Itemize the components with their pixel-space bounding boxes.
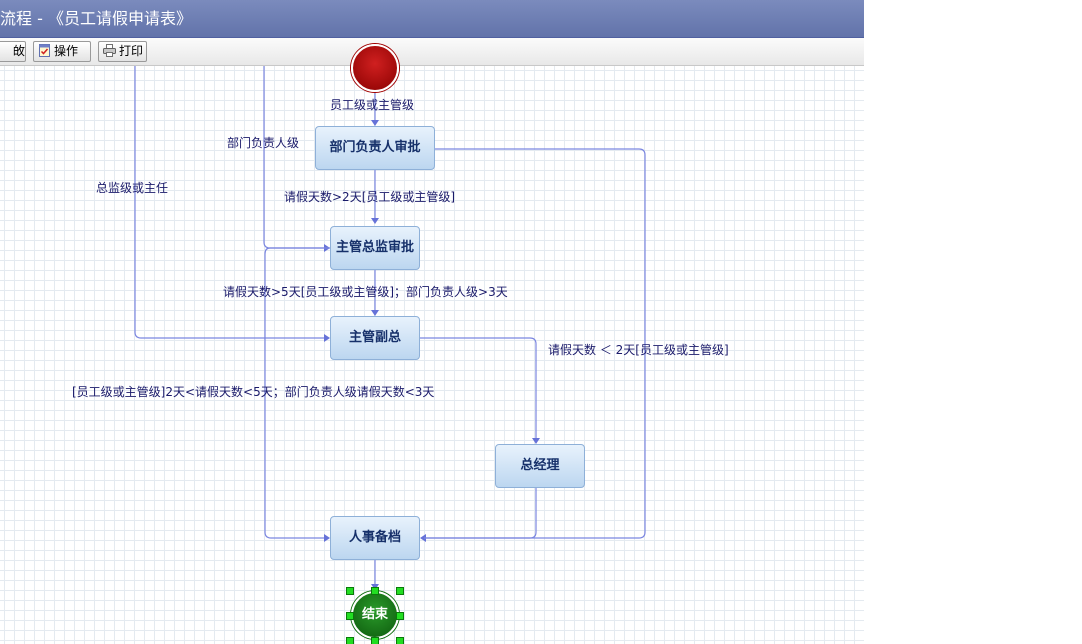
edge-label-director-to-vp: 请假天数>5天[员工级或主管级]；部门负责人级>3天 [223, 285, 508, 299]
selection-handle[interactable] [396, 637, 404, 644]
print-button[interactable]: 打印 [98, 41, 147, 62]
edge-arrow [420, 534, 426, 542]
edge-label-start-to-dept: 员工级或主管级 [330, 98, 415, 112]
edge-arrow [324, 534, 330, 542]
edge-label-director-level: 总监级或主任 [96, 181, 169, 195]
node-vice-president-label: 主管副总 [348, 330, 401, 345]
node-hr-archive[interactable]: 人事备档 [330, 516, 420, 560]
selection-handle[interactable] [396, 612, 404, 620]
print-button-label: 打印 [119, 44, 144, 58]
edge-arrow [324, 334, 330, 342]
selection-handle[interactable] [371, 587, 379, 595]
node-general-manager-label: 总经理 [520, 458, 560, 473]
node-director-approval[interactable]: 主管总监审批 [330, 226, 420, 270]
window-title: 流程 - 《员工请假申请表》 [0, 9, 192, 28]
edge-arrow [532, 438, 540, 444]
edge-vp-to-gm [420, 337, 537, 440]
node-hr-archive-label: 人事备档 [348, 530, 401, 545]
end-node-label: 结束 [361, 607, 388, 622]
edge-arrow [371, 218, 379, 224]
checklist-icon [38, 44, 51, 57]
start-node[interactable] [351, 44, 399, 92]
save-button-label: 敀 [12, 44, 25, 58]
toolbar: 敀 操作 打印 [0, 38, 864, 66]
node-dept-head-label: 部门负责人审批 [329, 140, 421, 155]
end-node[interactable]: 结束 [351, 591, 399, 639]
selection-handle[interactable] [371, 637, 379, 644]
edge-label-vp-to-gm: 请假天数 ＜ 2天[员工级或主管级] [548, 343, 729, 357]
edge-dept-to-hr [424, 148, 646, 539]
edge-label-to-hr: [员工级或主管级]2天<请假天数<5天；部门负责人级请假天数<3天 [72, 385, 435, 399]
node-general-manager[interactable]: 总经理 [495, 444, 585, 488]
edge-label-dept-to-director: 请假天数>2天[员工级或主管级] [284, 190, 456, 204]
selection-handle[interactable] [346, 637, 354, 644]
window-titlebar: 流程 - 《员工请假申请表》 [0, 0, 864, 38]
selection-handle[interactable] [346, 587, 354, 595]
edge-director-level-to-vp [134, 66, 326, 339]
edge-arrow [371, 310, 379, 316]
flow-canvas[interactable]: 员工级或主管级 部门负责人级 请假天数>2天[员工级或主管级] 总监级或主任 请… [0, 44, 864, 644]
edge-gm-to-hr [424, 488, 537, 539]
operation-button-label: 操作 [54, 44, 79, 58]
edge-arrow [371, 120, 379, 126]
flow-designer-window: 流程 - 《员工请假申请表》 敀 操作 打印 [0, 0, 864, 644]
edge-label-dept-head-level: 部门负责人级 [227, 136, 300, 150]
node-vice-president[interactable]: 主管副总 [330, 316, 420, 360]
node-dept-head-approval[interactable]: 部门负责人审批 [315, 126, 435, 170]
operation-button[interactable]: 操作 [33, 41, 91, 62]
printer-icon [103, 44, 116, 57]
selection-handle[interactable] [396, 587, 404, 595]
save-button[interactable]: 敀 [0, 41, 26, 62]
selection-handle[interactable] [346, 612, 354, 620]
node-director-label: 主管总监审批 [335, 240, 414, 255]
edge-director-to-hr [264, 247, 330, 539]
